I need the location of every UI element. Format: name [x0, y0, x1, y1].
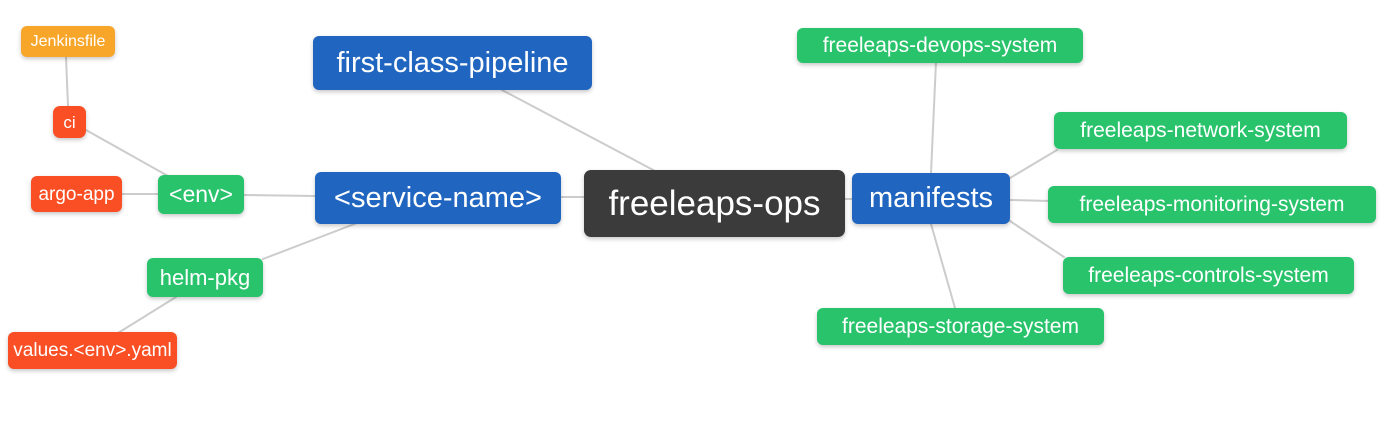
- node-freeleaps-monitoring-system[interactable]: freeleaps-monitoring-system: [1048, 186, 1376, 223]
- node-argo-app[interactable]: argo-app: [31, 176, 122, 212]
- edge-manifests-monitoring: [1009, 199, 1052, 202]
- node-freeleaps-storage-system[interactable]: freeleaps-storage-system: [817, 308, 1104, 345]
- edge-service-name-helm-pkg: [262, 222, 358, 260]
- node-ci[interactable]: ci: [53, 106, 86, 138]
- node-freeleaps-devops-system[interactable]: freeleaps-devops-system: [797, 28, 1083, 63]
- node-env[interactable]: <env>: [158, 175, 244, 214]
- edge-manifests-network: [1009, 149, 1058, 179]
- node-first-class-pipeline[interactable]: first-class-pipeline: [313, 36, 592, 90]
- node-jenkinsfile[interactable]: Jenkinsfile: [21, 26, 115, 57]
- node-freeleaps-network-system[interactable]: freeleaps-network-system: [1054, 112, 1347, 149]
- edge-first-class-freeleaps-ops: [501, 89, 658, 173]
- edge-manifests-devops: [930, 61, 937, 174]
- node-manifests[interactable]: manifests: [852, 173, 1010, 224]
- node-helm-pkg[interactable]: helm-pkg: [147, 258, 263, 297]
- edge-env-service-name: [243, 194, 316, 197]
- node-values-env-yaml[interactable]: values.<env>.yaml: [8, 332, 177, 369]
- edge-jenkinsfile-ci: [65, 56, 69, 107]
- edge-helm-pkg-values: [117, 296, 177, 334]
- edge-ci-env: [85, 129, 169, 177]
- edge-manifests-controls: [1009, 220, 1065, 258]
- node-freeleaps-controls-system[interactable]: freeleaps-controls-system: [1063, 257, 1354, 294]
- edge-manifests-storage: [930, 223, 956, 309]
- node-service-name[interactable]: <service-name>: [315, 172, 561, 224]
- node-freeleaps-ops-root[interactable]: freeleaps-ops: [584, 170, 845, 237]
